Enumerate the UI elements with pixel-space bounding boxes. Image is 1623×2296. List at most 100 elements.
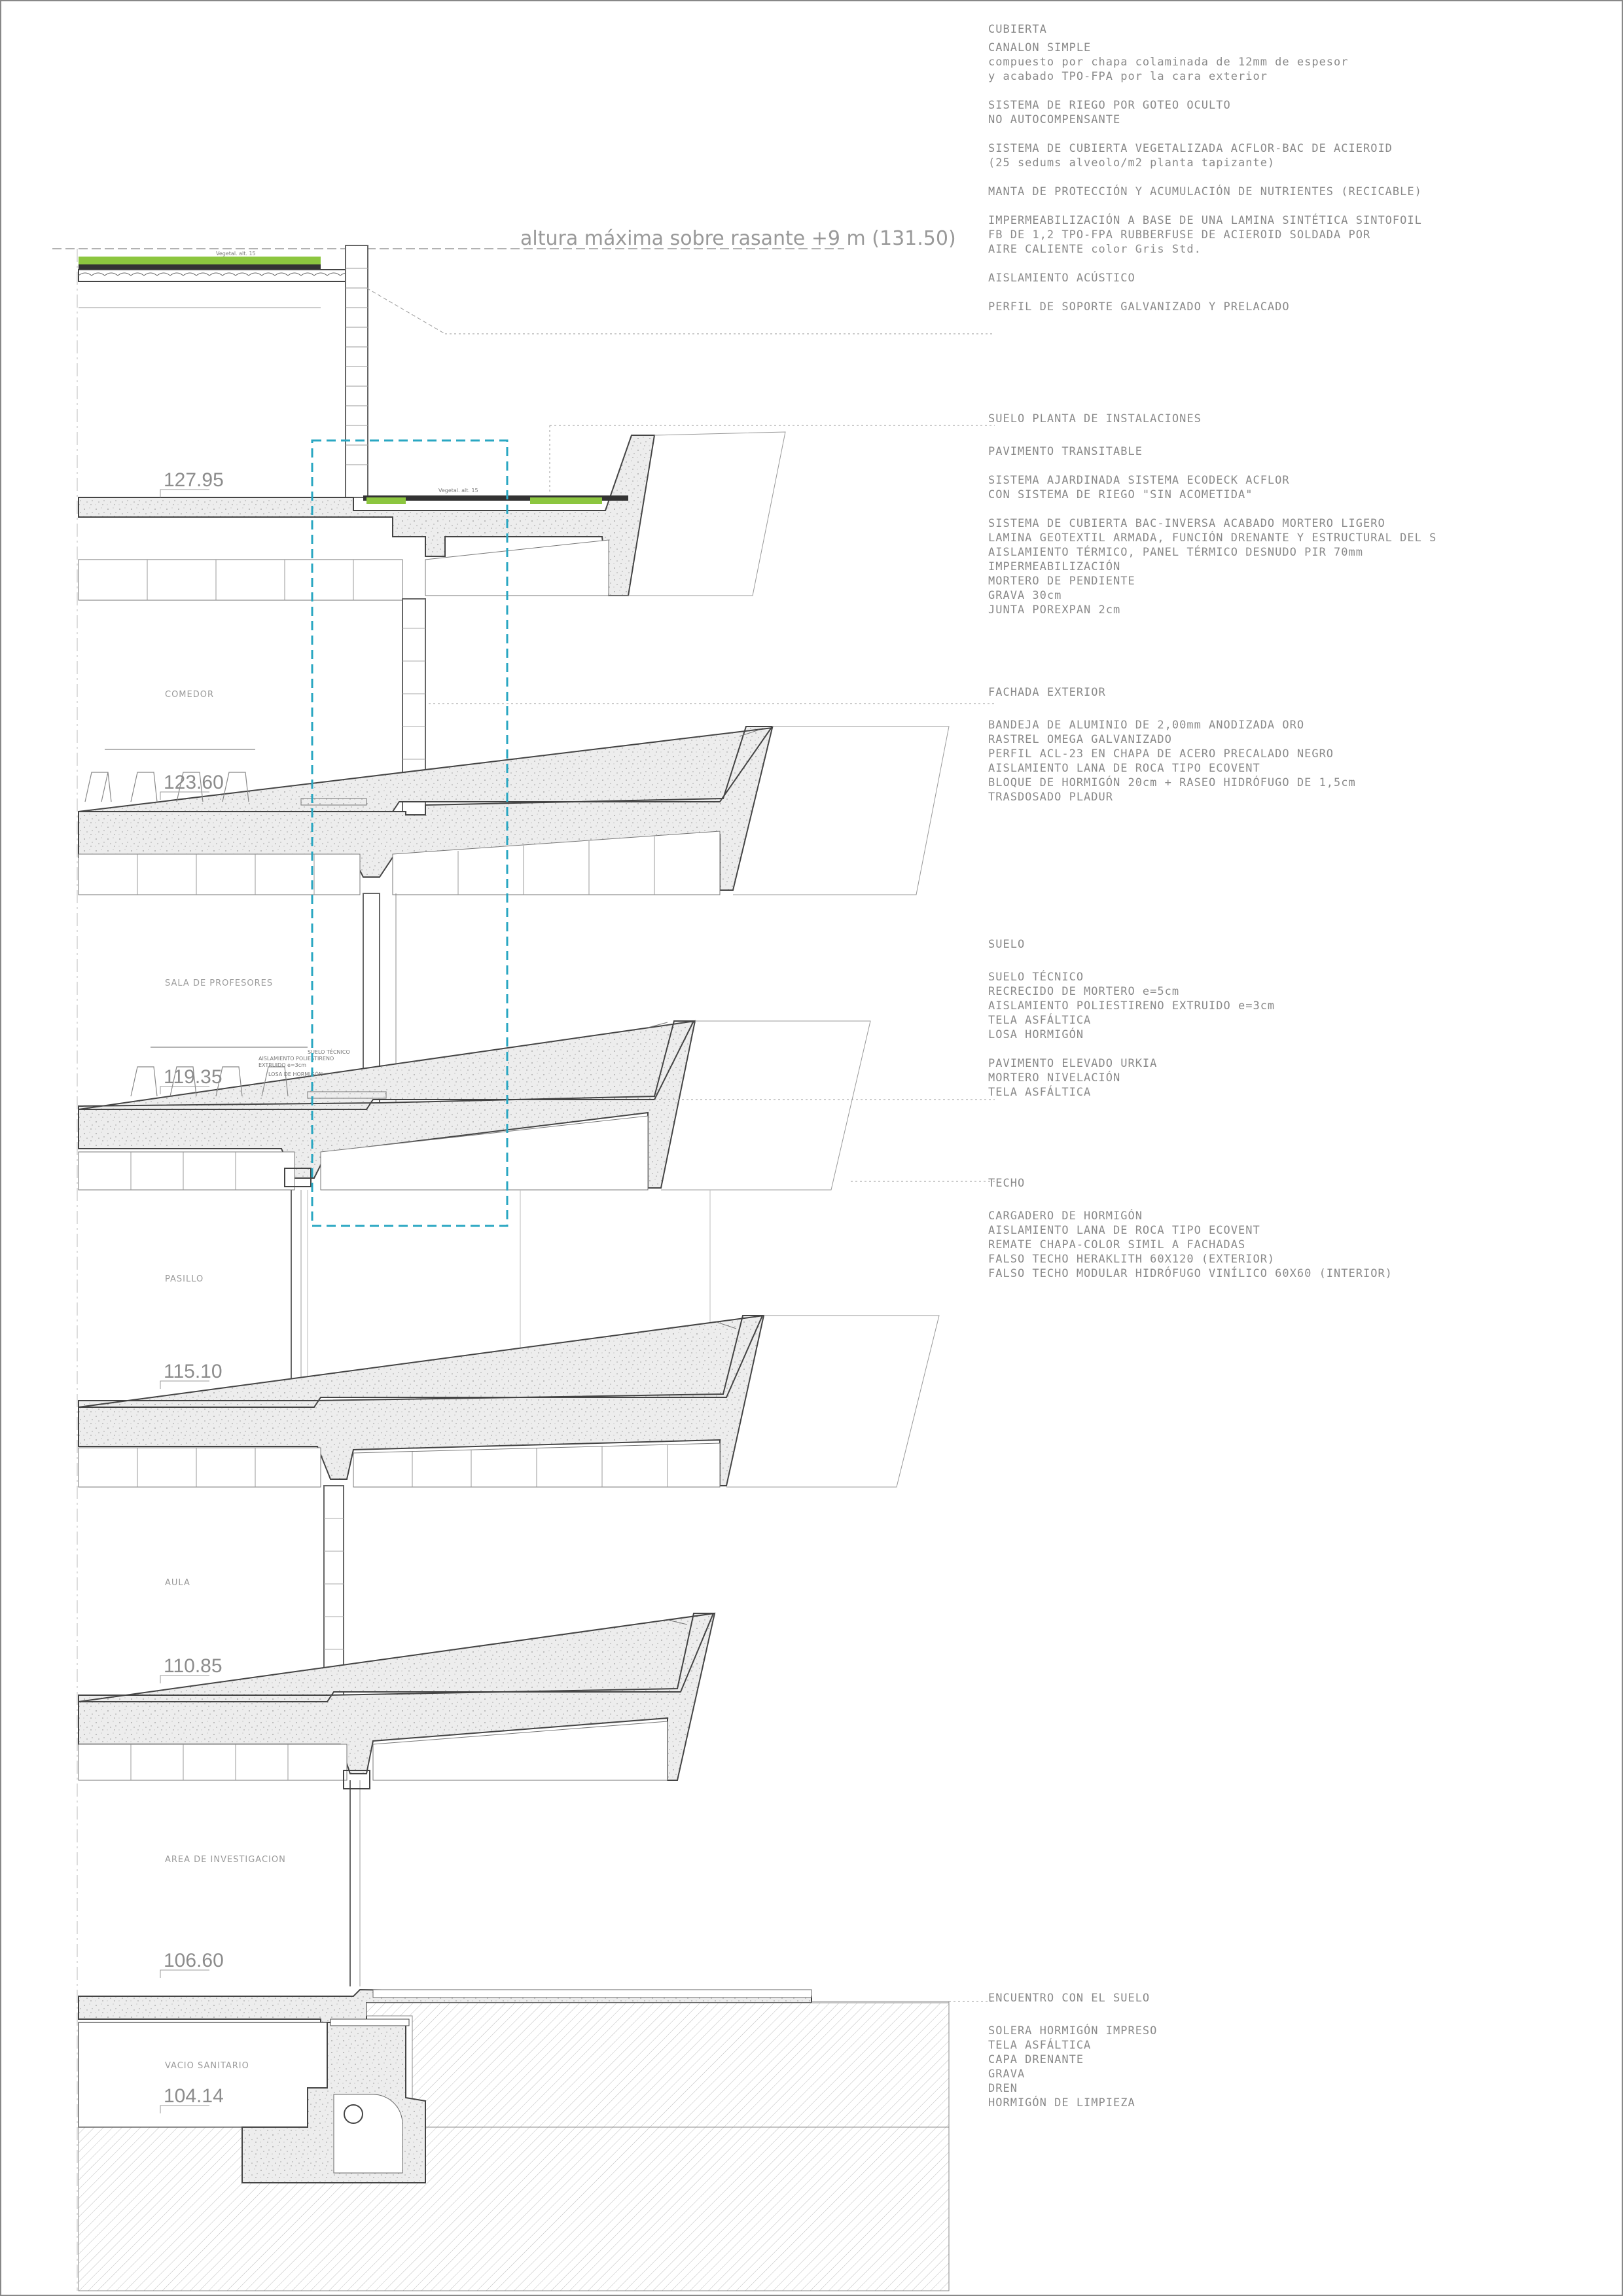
note-line: BLOQUE DE HORMIGÓN 20cm + RASEO HIDRÓFUG…: [988, 775, 1356, 789]
level-110: 110.85: [160, 1655, 223, 1683]
svg-text:110.85: 110.85: [164, 1655, 223, 1677]
notes-fachada: FACHADA EXTERIOR BANDEJA DE ALUMINIO DE 2…: [988, 686, 1356, 804]
room-labels: COMEDOR SALA DE PROFESORES PASILLO AULA …: [165, 690, 286, 2071]
note-line: SISTEMA DE RIEGO POR GOTEO OCULTO: [988, 99, 1231, 112]
notes-encuentro-suelo: ENCUENTRO CON EL SUELO SOLERA HORMIGÓN IM…: [988, 1992, 1157, 2109]
note-line: SISTEMA AJARDINADA SISTEMA ECODECK ACFLO…: [988, 474, 1290, 487]
note-line: RECRECIDO DE MORTERO e=5cm: [988, 985, 1179, 998]
tables-123: [84, 749, 367, 806]
room-area-investigacion: AREA DE INVESTIGACION: [165, 1855, 286, 1865]
note-line: SUELO TÉCNICO: [988, 969, 1084, 984]
roof-top: Vegetal. alt. 15: [78, 245, 995, 498]
note-line: GRAVA 30cm: [988, 589, 1061, 602]
floor-119: SUELO TÉCNICO AISLAMIENTO POLIESTIRENO E…: [78, 893, 995, 1191]
note-line: IMPERMEABILIZACIÓN: [988, 559, 1120, 573]
room-sala-profesores: SALA DE PROFESORES: [165, 978, 273, 988]
note-heading: FACHADA EXTERIOR: [988, 686, 1106, 699]
level-104: 104.14: [160, 2085, 224, 2113]
note-line: SISTEMA DE CUBIERTA VEGETALIZADA ACFLOR-…: [988, 142, 1393, 155]
note-line: MORTERO NIVELACIÓN: [988, 1070, 1120, 1085]
note-line: SOLERA HORMIGÓN IMPRESO: [988, 2023, 1157, 2037]
room-comedor: COMEDOR: [165, 690, 214, 700]
note-line: LAMINA GEOTEXTIL ARMADA, FUNCIÓN DRENANT…: [988, 530, 1436, 545]
note-line: NO AUTOCOMPENSANTE: [988, 113, 1120, 126]
svg-text:119.35: 119.35: [164, 1066, 223, 1088]
floor-115: [78, 1190, 940, 1488]
level-127: 127.95: [160, 469, 224, 497]
slab-127: Vegetal. alt. 15: [78, 425, 995, 601]
note-heading: ENCUENTRO CON EL SUELO: [988, 1992, 1150, 2005]
note-line: MORTERO DE PENDIENTE: [988, 575, 1135, 588]
level-123: 123.60: [160, 772, 224, 800]
floor-detail-2: AISLAMIENTO POLIESTIRENO: [259, 1056, 334, 1062]
note-line: FALSO TECHO MODULAR HIDRÓFUGO VINÍLICO 6…: [988, 1266, 1393, 1280]
svg-text:115.10: 115.10: [164, 1361, 223, 1382]
notes-cubierta: CUBIERTA CANALON SIMPLE compuesto por chap…: [988, 23, 1422, 314]
planter-detail-label: Vegetal. alt. 15: [438, 488, 478, 493]
note-line: AIRE CALIENTE color Gris Std.: [988, 243, 1202, 256]
note-line: CAPA DRENANTE: [988, 2053, 1084, 2066]
note-line: IMPERMEABILIZACIÓN A BASE DE UNA LAMINA …: [988, 213, 1422, 227]
room-pasillo: PASILLO: [165, 1274, 204, 1284]
note-line: JUNTA POREXPAN 2cm: [988, 603, 1120, 617]
svg-text:104.14: 104.14: [164, 2085, 224, 2107]
floor-110: [78, 1485, 716, 1781]
floor-detail-1: SUELO TÉCNICO: [308, 1048, 350, 1055]
note-line: PAVIMENTO TRANSITABLE: [988, 445, 1143, 458]
note-line: compuesto por chapa colaminada de 12mm d…: [988, 56, 1349, 69]
note-line: DREN: [988, 2082, 1018, 2095]
note-line: CARGADERO DE HORMIGÓN: [988, 1208, 1143, 1223]
note-line: TELA ASFÁLTICA: [988, 1013, 1091, 1027]
note-line: TELA ASFÁLTICA: [988, 2037, 1091, 2052]
room-vacio-sanitario: VACIO SANITARIO: [165, 2061, 249, 2071]
floor-detail-4: LOSA DE HORMIGÓN: [268, 1070, 323, 1077]
note-heading: CUBIERTA: [988, 23, 1047, 36]
room-aula: AULA: [165, 1578, 190, 1588]
chairs-119: [130, 1047, 387, 1099]
note-line: AISLAMIENTO POLIESTIRENO EXTRUIDO e=3cm: [988, 999, 1275, 1013]
note-line: FALSO TECHO HERAKLITH 60X120 (EXTERIOR): [988, 1253, 1275, 1266]
note-line: PERFIL DE SOPORTE GALVANIZADO Y PRELACAD…: [988, 300, 1290, 314]
note-line: CON SISTEMA DE RIEGO "SIN ACOMETIDA": [988, 488, 1253, 501]
note-line: PAVIMENTO ELEVADO URKIA: [988, 1057, 1157, 1070]
level-119: 119.35: [160, 1066, 223, 1094]
note-line: BANDEJA DE ALUMINIO DE 2,00mm ANODIZADA …: [988, 719, 1304, 732]
note-line: FB DE 1,2 TPO-FPA RUBBERFUSE DE ACIEROID…: [988, 228, 1370, 242]
note-heading: SUELO: [988, 938, 1025, 951]
svg-text:123.60: 123.60: [164, 772, 224, 793]
note-line: TELA ASFÁLTICA: [988, 1085, 1091, 1099]
note-line: RASTREL OMEGA GALVANIZADO: [988, 733, 1172, 746]
floor-123: [78, 598, 995, 895]
note-line: CANALON SIMPLE: [988, 41, 1091, 54]
note-line: AISLAMIENTO LANA DE ROCA TIPO ECOVENT: [988, 1224, 1260, 1237]
note-line: GRAVA: [988, 2068, 1025, 2081]
note-line: REMATE CHAPA-COLOR SIMIL A FACHADAS: [988, 1238, 1245, 1251]
level-106: 106.60: [160, 1950, 224, 1978]
svg-text:106.60: 106.60: [164, 1950, 224, 1971]
level-115: 115.10: [160, 1361, 223, 1389]
note-line: (25 sedums alveolo/m2 planta tapizante): [988, 156, 1275, 170]
note-line: PERFIL ACL-23 EN CHAPA DE ACERO PRECALAD…: [988, 747, 1334, 761]
level-markers: 127.95 123.60 119.35 115.10 110.85 106.6…: [160, 469, 224, 2113]
note-line: AISLAMIENTO ACÚSTICO: [988, 270, 1135, 285]
note-heading: TECHO: [988, 1177, 1025, 1190]
svg-text:127.95: 127.95: [164, 469, 224, 491]
note-line: TRASDOSADO PLADUR: [988, 791, 1113, 804]
foundation: [78, 2001, 950, 2291]
note-line: LOSA HORMIGÓN: [988, 1027, 1084, 1041]
construction-notes: CUBIERTA CANALON SIMPLE compuesto por chap…: [988, 23, 1436, 2109]
max-height-label: altura máxima sobre rasante +9 m (131.50…: [520, 227, 956, 250]
note-line: AISLAMIENTO LANA DE ROCA TIPO ECOVENT: [988, 762, 1260, 775]
roof-detail-label: Vegetal. alt. 15: [216, 251, 256, 257]
floor-detail-3: EXTRUIDO e=3cm: [259, 1062, 306, 1068]
note-line: MANTA DE PROTECCIÓN Y ACUMULACIÓN DE NUT…: [988, 184, 1422, 198]
note-line: y acabado TPO-FPA por la cara exterior: [988, 70, 1268, 83]
note-line: HORMIGÓN DE LIMPIEZA: [988, 2095, 1135, 2109]
note-line: AISLAMIENTO TÉRMICO, PANEL TÉRMICO DESNU…: [988, 545, 1363, 559]
note-line: SISTEMA DE CUBIERTA BAC-INVERSA ACABADO …: [988, 517, 1385, 530]
